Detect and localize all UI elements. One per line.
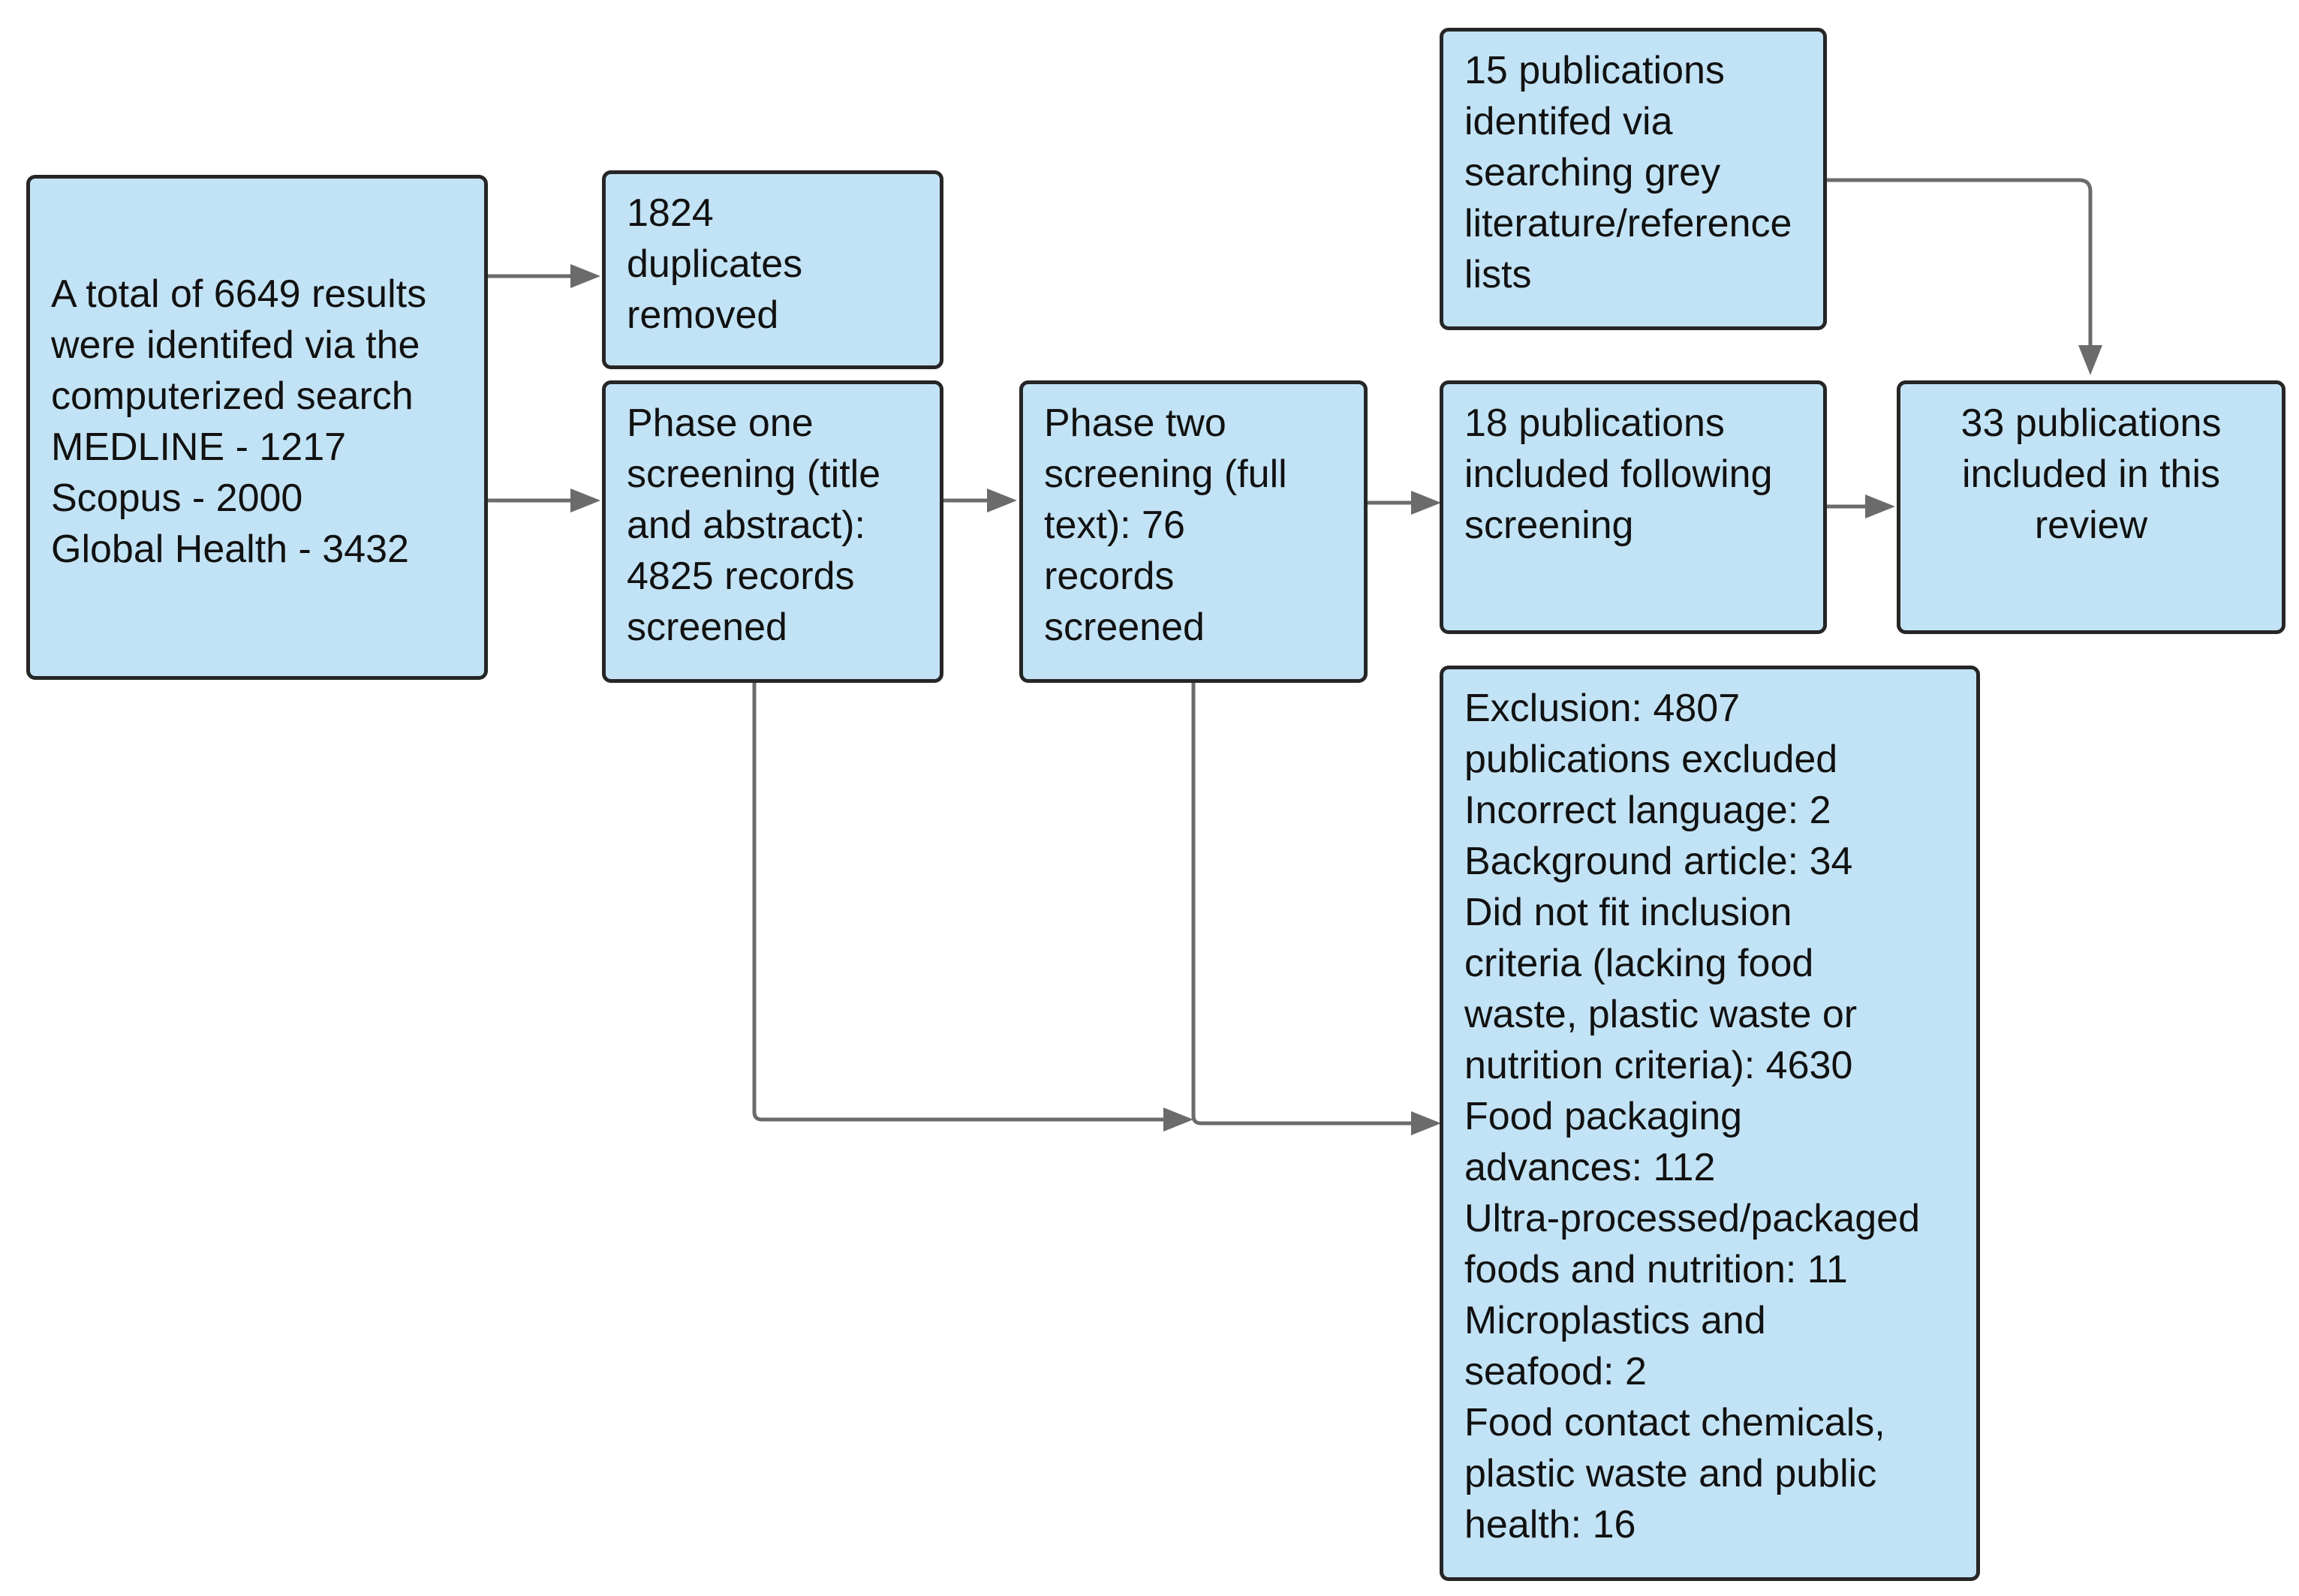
phase-two-line: screened — [1044, 606, 1205, 649]
phase-one-line: 4825 records — [627, 555, 855, 598]
included-in-review-box: 33 publications included in this review — [1897, 380, 2285, 634]
duplicates-removed-box: 1824 duplicates removed — [602, 170, 943, 369]
exclusion-line: publications excluded — [1464, 738, 1838, 781]
grey-literature-line: literature/reference — [1464, 202, 1792, 245]
exclusion-line: waste, plastic waste or — [1464, 993, 1858, 1036]
included-review-line: 33 publications — [1960, 401, 2222, 445]
exclusion-line: Background article: 34 — [1464, 840, 1853, 883]
grey-literature-line: searching grey — [1464, 151, 1721, 194]
phase-one-screening-box: Phase one screening (title and abstract)… — [602, 380, 943, 683]
arrowhead-phase-two — [987, 488, 1017, 512]
exclusion-line: nutrition criteria): 4630 — [1464, 1044, 1853, 1087]
search-results-box: A total of 6649 results were identifed v… — [26, 175, 488, 680]
phase-one-line: screening (title — [627, 452, 881, 496]
duplicates-line: duplicates — [627, 242, 803, 286]
phase-one-line: Phase one — [627, 401, 814, 445]
exclusion-line: Incorrect language: 2 — [1464, 789, 1831, 832]
arrowhead-phase-one — [570, 488, 600, 512]
search-results-line: were identifed via the — [51, 323, 420, 367]
included-screening-line: 18 publications — [1464, 401, 1725, 445]
arrowhead-included — [1411, 491, 1441, 515]
included-review-line: review — [2034, 503, 2148, 547]
phase-two-line: screening (full — [1044, 452, 1287, 496]
phase-two-line: text): 76 — [1044, 503, 1185, 547]
included-screening-line: screening — [1464, 503, 1634, 547]
phase-two-line: Phase two — [1044, 401, 1226, 445]
duplicates-line: 1824 — [627, 191, 714, 235]
exclusion-line: Food packaging — [1464, 1095, 1743, 1138]
exclusion-line: plastic waste and public — [1464, 1452, 1877, 1495]
arrowhead-exclusion-from-phase-one — [1163, 1108, 1193, 1132]
grey-literature-line: 15 publications — [1464, 49, 1725, 92]
arrow-phase-one-to-exclusion — [752, 681, 1182, 1122]
search-results-line: Scopus - 2000 — [51, 476, 303, 520]
arrowhead-exclusion-from-phase-two — [1411, 1111, 1441, 1135]
grey-literature-box: 15 publications identifed via searching … — [1440, 28, 1827, 330]
arrow-phase-two-to-exclusion — [1191, 681, 1415, 1126]
exclusion-line: foods and nutrition: 11 — [1464, 1248, 1848, 1291]
arrow-grey-to-review — [1827, 178, 2093, 360]
exclusion-line: Food contact chemicals, — [1464, 1401, 1885, 1444]
phase-two-line: records — [1044, 555, 1175, 598]
grey-literature-line: lists — [1464, 253, 1532, 296]
included-following-screening-box: 18 publications included following scree… — [1440, 380, 1827, 634]
exclusion-line: seafood: 2 — [1464, 1350, 1647, 1393]
exclusion-line: Did not fit inclusion — [1464, 891, 1792, 934]
search-results-line: computerized search — [51, 374, 414, 418]
phase-one-line: screened — [627, 606, 787, 649]
search-results-line: A total of 6649 results — [51, 272, 427, 316]
grey-literature-line: identifed via — [1464, 100, 1673, 143]
exclusion-line: criteria (lacking food — [1464, 942, 1814, 985]
exclusion-line: advances: 112 — [1464, 1146, 1716, 1189]
phase-one-line: and abstract): — [627, 503, 865, 547]
arrowhead-duplicates — [570, 264, 600, 288]
arrowhead-review-top — [2078, 345, 2102, 375]
phase-two-screening-box: Phase two screening (full text): 76 reco… — [1019, 380, 1368, 683]
exclusion-box: Exclusion: 4807 publications excluded In… — [1440, 666, 1980, 1581]
included-screening-line: included following — [1464, 452, 1773, 496]
exclusion-line: health: 16 — [1464, 1503, 1636, 1546]
search-results-line: MEDLINE - 1217 — [51, 425, 347, 469]
exclusion-line: Exclusion: 4807 — [1464, 687, 1741, 730]
exclusion-line: Microplastics and — [1464, 1299, 1766, 1342]
exclusion-line: Ultra-processed/packaged — [1464, 1197, 1920, 1240]
included-review-line: included in this — [1962, 452, 2220, 496]
duplicates-line: removed — [627, 293, 779, 337]
search-results-line: Global Health - 3432 — [51, 527, 409, 571]
arrowhead-review — [1865, 494, 1895, 518]
